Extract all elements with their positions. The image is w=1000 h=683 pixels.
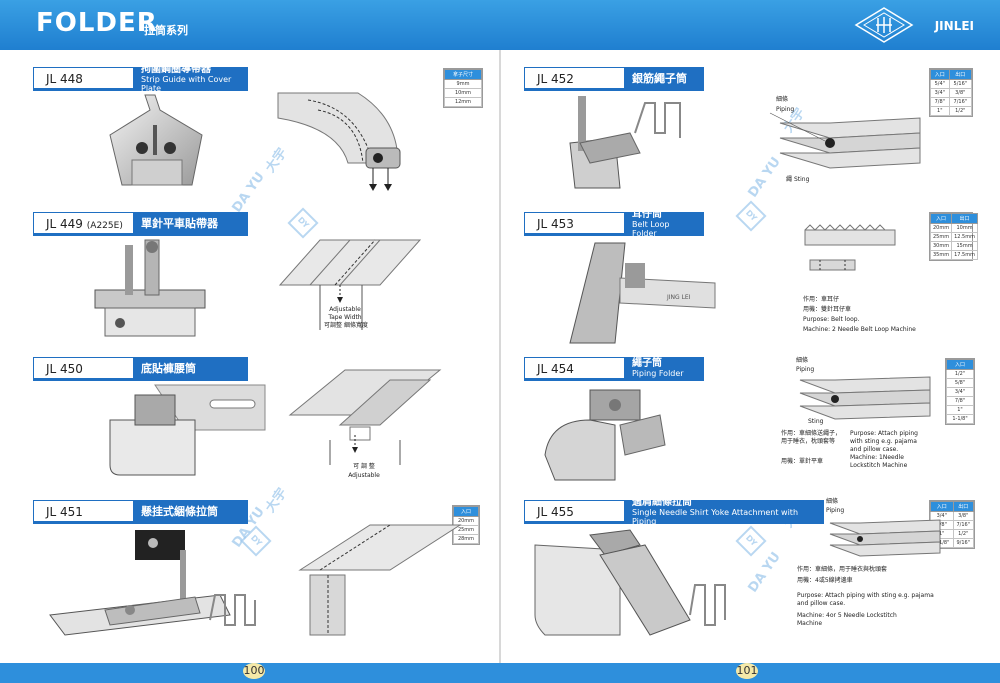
jl450-diagram — [288, 369, 442, 465]
jl453-purpose-en: Purpose: Belt loop. — [803, 316, 860, 323]
jl450-label-en: Adjustable — [348, 472, 380, 479]
jl451-hanging-folder-image — [49, 530, 256, 636]
jl455-purpose-en: Purpose: Attach piping with sting e.g. p… — [797, 592, 934, 607]
jl454-code: JL 454 — [524, 357, 624, 379]
jl454-machine-cn: 用機：單針平車 — [781, 458, 824, 465]
jl450-waistband-folder-image — [109, 384, 266, 476]
jl453-name-cn: 耳仔筒 — [632, 208, 662, 220]
jl454-sting-en: Sting — [808, 418, 824, 425]
jl455-name-en: Single Needle Shirt Yoke Attachment with… — [632, 507, 799, 526]
watermark: DA YU — [229, 169, 268, 216]
jl455-piping-cn: 細條 — [826, 498, 839, 505]
jl450-header: JL 450 底貼褲腰筒 — [33, 357, 248, 381]
jl455-machine-en: Machine: 4or 5 Needle Lockstitch Machine — [797, 612, 897, 627]
jl455-machine-cn: 用機：4或5線拷邊車 — [797, 577, 853, 584]
catalog-subtitle: 拉筒系列 — [144, 24, 188, 37]
jl450-name-cn: 底貼褲腰筒 — [141, 361, 196, 375]
jl449-code: JL 449 (A225E) — [33, 212, 133, 234]
jl452-name-cn: 銀筋繩子筒 — [632, 71, 687, 85]
jl453-stamp: JING LEI — [667, 294, 691, 301]
jl452-piping-en: Piping — [776, 106, 795, 113]
jl454-purpose-en: Purpose: Attach piping with sting e.g. p… — [850, 430, 918, 453]
jl449-name-cn: 單針平車貼帶器 — [141, 216, 218, 230]
jl450-label-cn: 可 調 整 — [353, 463, 375, 470]
jl454-piping-folder-image — [544, 389, 666, 481]
jl452-piping-binder-image — [569, 96, 681, 189]
header-bar: FOLDER 拉筒系列 JINLEI — [0, 0, 1000, 50]
jl451-code: JL 451 — [33, 500, 133, 522]
jl453-machine-cn: 用機：雙針耳仔車 — [803, 306, 852, 313]
jl454-machine-en: Machine: 1Needle Lockstitch Machine — [850, 454, 908, 469]
jl455-name-cn: 過肩細條拉筒 — [632, 496, 692, 508]
jl454-name-cn: 繩子筒 — [632, 358, 662, 369]
jl453-diagram — [804, 224, 896, 271]
jl455-purpose-cn: 作用：車細條，用于睡衣與枕頭套 — [797, 566, 888, 573]
watermark-badge: DY — [287, 207, 319, 239]
jl451-spec-table: 入口 20mm 25mm 28mm — [452, 505, 480, 545]
watermark-badge: DY — [735, 200, 767, 232]
jl454-piping-en: Piping — [796, 366, 815, 373]
jl448-diagram — [277, 92, 401, 191]
jl449-label-en: Adjustable Tape Width — [328, 306, 362, 321]
jl453-code: JL 453 — [524, 212, 624, 234]
jl448-name-en: Strip Guide with Cover Plate — [141, 74, 232, 93]
jl448-name-cn: 拘圍鋼圈導帶器 — [141, 63, 211, 75]
jl449-tape-attacher-image — [94, 239, 206, 337]
jl448-spec-table: 拿子尺寸 9mm 10mm 12mm — [443, 68, 483, 108]
jl453-machine-en: Machine: 2 Needle Belt Loop Machine — [803, 326, 916, 333]
footer-bar — [0, 663, 1000, 683]
jl454-header: JL 454 繩子筒 Piping Folder — [524, 357, 704, 381]
jl452-diagram — [769, 112, 921, 169]
jl454-name-en: Piping Folder — [632, 369, 684, 378]
jl454-diagram — [799, 376, 931, 420]
page-number-left: 100 — [243, 663, 265, 679]
jl452-spec-table: 入口出口 5/4"5/16" 3/4"3/8" 7/8"7/16" 1"1/2" — [929, 68, 973, 117]
jl453-header: JL 453 耳仔筒 Belt Loop Folder — [524, 208, 704, 238]
jl455-diagram — [829, 519, 941, 557]
jl452-piping-cn: 細條 — [776, 96, 789, 103]
jl454-purpose-cn: 作用：車細條送繩子，用于睡衣，枕頭套等 — [781, 430, 842, 445]
jl448-strip-guide-image — [109, 94, 203, 186]
jl455-yoke-attachment-image — [534, 529, 726, 636]
jl451-diagram — [298, 524, 462, 636]
jl451-name-cn: 懸挂式綑條拉筒 — [141, 504, 218, 518]
jl455-code: JL 455 — [524, 500, 624, 522]
jl455-piping-en: Piping — [826, 507, 845, 514]
jl450-code: JL 450 — [33, 357, 133, 379]
page-number-right: 101 — [736, 663, 758, 679]
jl454-spec-table: 入口 1/2" 5/8" 3/4" 7/8" 1" 1-1/8" — [945, 358, 975, 425]
jl449-diagram — [278, 239, 422, 330]
jl455-header: JL 455 過肩細條拉筒 Single Needle Shirt Yoke A… — [524, 496, 824, 526]
jl452-sting-label: 繩 Sting — [786, 176, 810, 183]
jinlei-logo-icon — [854, 7, 914, 43]
jl449-label-cn: 可調整 綑條寬度 — [324, 322, 368, 329]
jl448-header: JL 448 拘圍鋼圈導帶器 Strip Guide with Cover Pl… — [33, 63, 248, 93]
catalog-title: FOLDER — [36, 8, 158, 38]
jl448-code: JL 448 — [33, 67, 133, 89]
jl452-code: JL 452 — [524, 67, 624, 89]
brand-name: JINLEI — [934, 19, 974, 33]
jl452-header: JL 452 銀筋繩子筒 — [524, 67, 704, 91]
jl454-piping-cn: 細條 — [796, 357, 809, 364]
jl451-header: JL 451 懸挂式綑條拉筒 — [33, 500, 248, 524]
jl453-purpose-cn: 作用：車耳仔 — [803, 296, 840, 303]
jl453-belt-loop-folder-image — [569, 242, 716, 344]
jl449-header: JL 449 (A225E) 單針平車貼帶器 — [33, 212, 248, 236]
page-spine — [499, 50, 501, 663]
jl453-name-en: Belt Loop Folder — [632, 219, 670, 238]
